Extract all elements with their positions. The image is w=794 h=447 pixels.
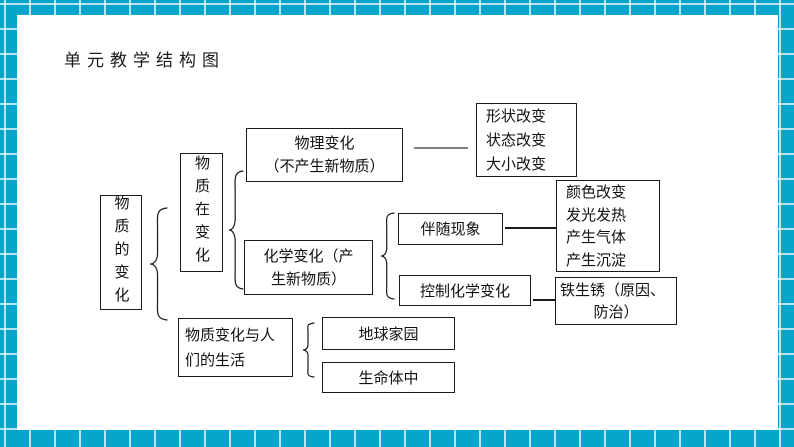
connector-control-rust xyxy=(533,299,555,301)
box-chemical-change: 化学变化（产 生新物质） xyxy=(244,240,373,295)
physical-results-line2: 状态改变 xyxy=(486,131,547,149)
human-life-line2: 们的生活 xyxy=(185,350,246,369)
human-life-line1: 物质变化与人 xyxy=(185,325,276,344)
box-earth-home: 地球家园 xyxy=(322,317,455,350)
box-physical-change: 物理变化 （不产生新物质） xyxy=(246,128,403,182)
brace-matter-changing xyxy=(228,170,244,290)
rust-line1: 铁生锈（原因、 xyxy=(560,281,666,299)
connector-physical-results xyxy=(414,147,468,149)
phenomena-results-line3: 产生气体 xyxy=(566,228,627,246)
living-body-label: 生命体中 xyxy=(358,368,419,387)
box-matter-changing: 物质在变化 xyxy=(180,153,223,272)
box-living-body: 生命体中 xyxy=(322,362,455,393)
page-title: 单元教学结构图 xyxy=(64,51,225,71)
phenomena-label: 伴随现象 xyxy=(420,220,481,238)
box-rust: 铁生锈（原因、 防治） xyxy=(555,277,677,325)
physical-results-line1: 形状改变 xyxy=(486,107,547,125)
physical-line2: （不产生新物质） xyxy=(264,157,385,175)
box-phenomena: 伴随现象 xyxy=(398,213,503,245)
chemical-line1: 化学变化（产 xyxy=(263,246,354,265)
physical-results-line3: 大小改变 xyxy=(486,155,547,173)
control-label: 控制化学变化 xyxy=(419,281,510,300)
box-human-life: 物质变化与人 们的生活 xyxy=(178,318,293,377)
brace-root xyxy=(149,207,168,321)
box-phenomena-results: 颜色改变 发光发热 产生气体 产生沉淀 xyxy=(556,180,660,272)
chemical-line2: 生新物质） xyxy=(270,269,346,288)
phenomena-results-line4: 产生沉淀 xyxy=(566,250,627,269)
rust-line2: 防治） xyxy=(593,303,639,321)
box-matter-changing-label: 物质在变化 xyxy=(193,155,211,270)
phenomena-results-line1: 颜色改变 xyxy=(566,183,627,201)
earth-home-label: 地球家园 xyxy=(358,324,419,343)
box-root-matter-change: 物质的变化 xyxy=(100,195,142,310)
physical-line1: 物理变化 xyxy=(294,134,355,152)
box-control-chemical: 控制化学变化 xyxy=(399,275,531,306)
box-physical-results: 形状改变 状态改变 大小改变 xyxy=(476,103,577,177)
brace-human-life xyxy=(302,322,315,378)
box-root-label: 物质的变化 xyxy=(112,195,131,310)
brace-chemical xyxy=(380,212,395,300)
phenomena-results-line2: 发光发热 xyxy=(566,205,627,224)
connector-phenomena-results xyxy=(505,227,556,229)
